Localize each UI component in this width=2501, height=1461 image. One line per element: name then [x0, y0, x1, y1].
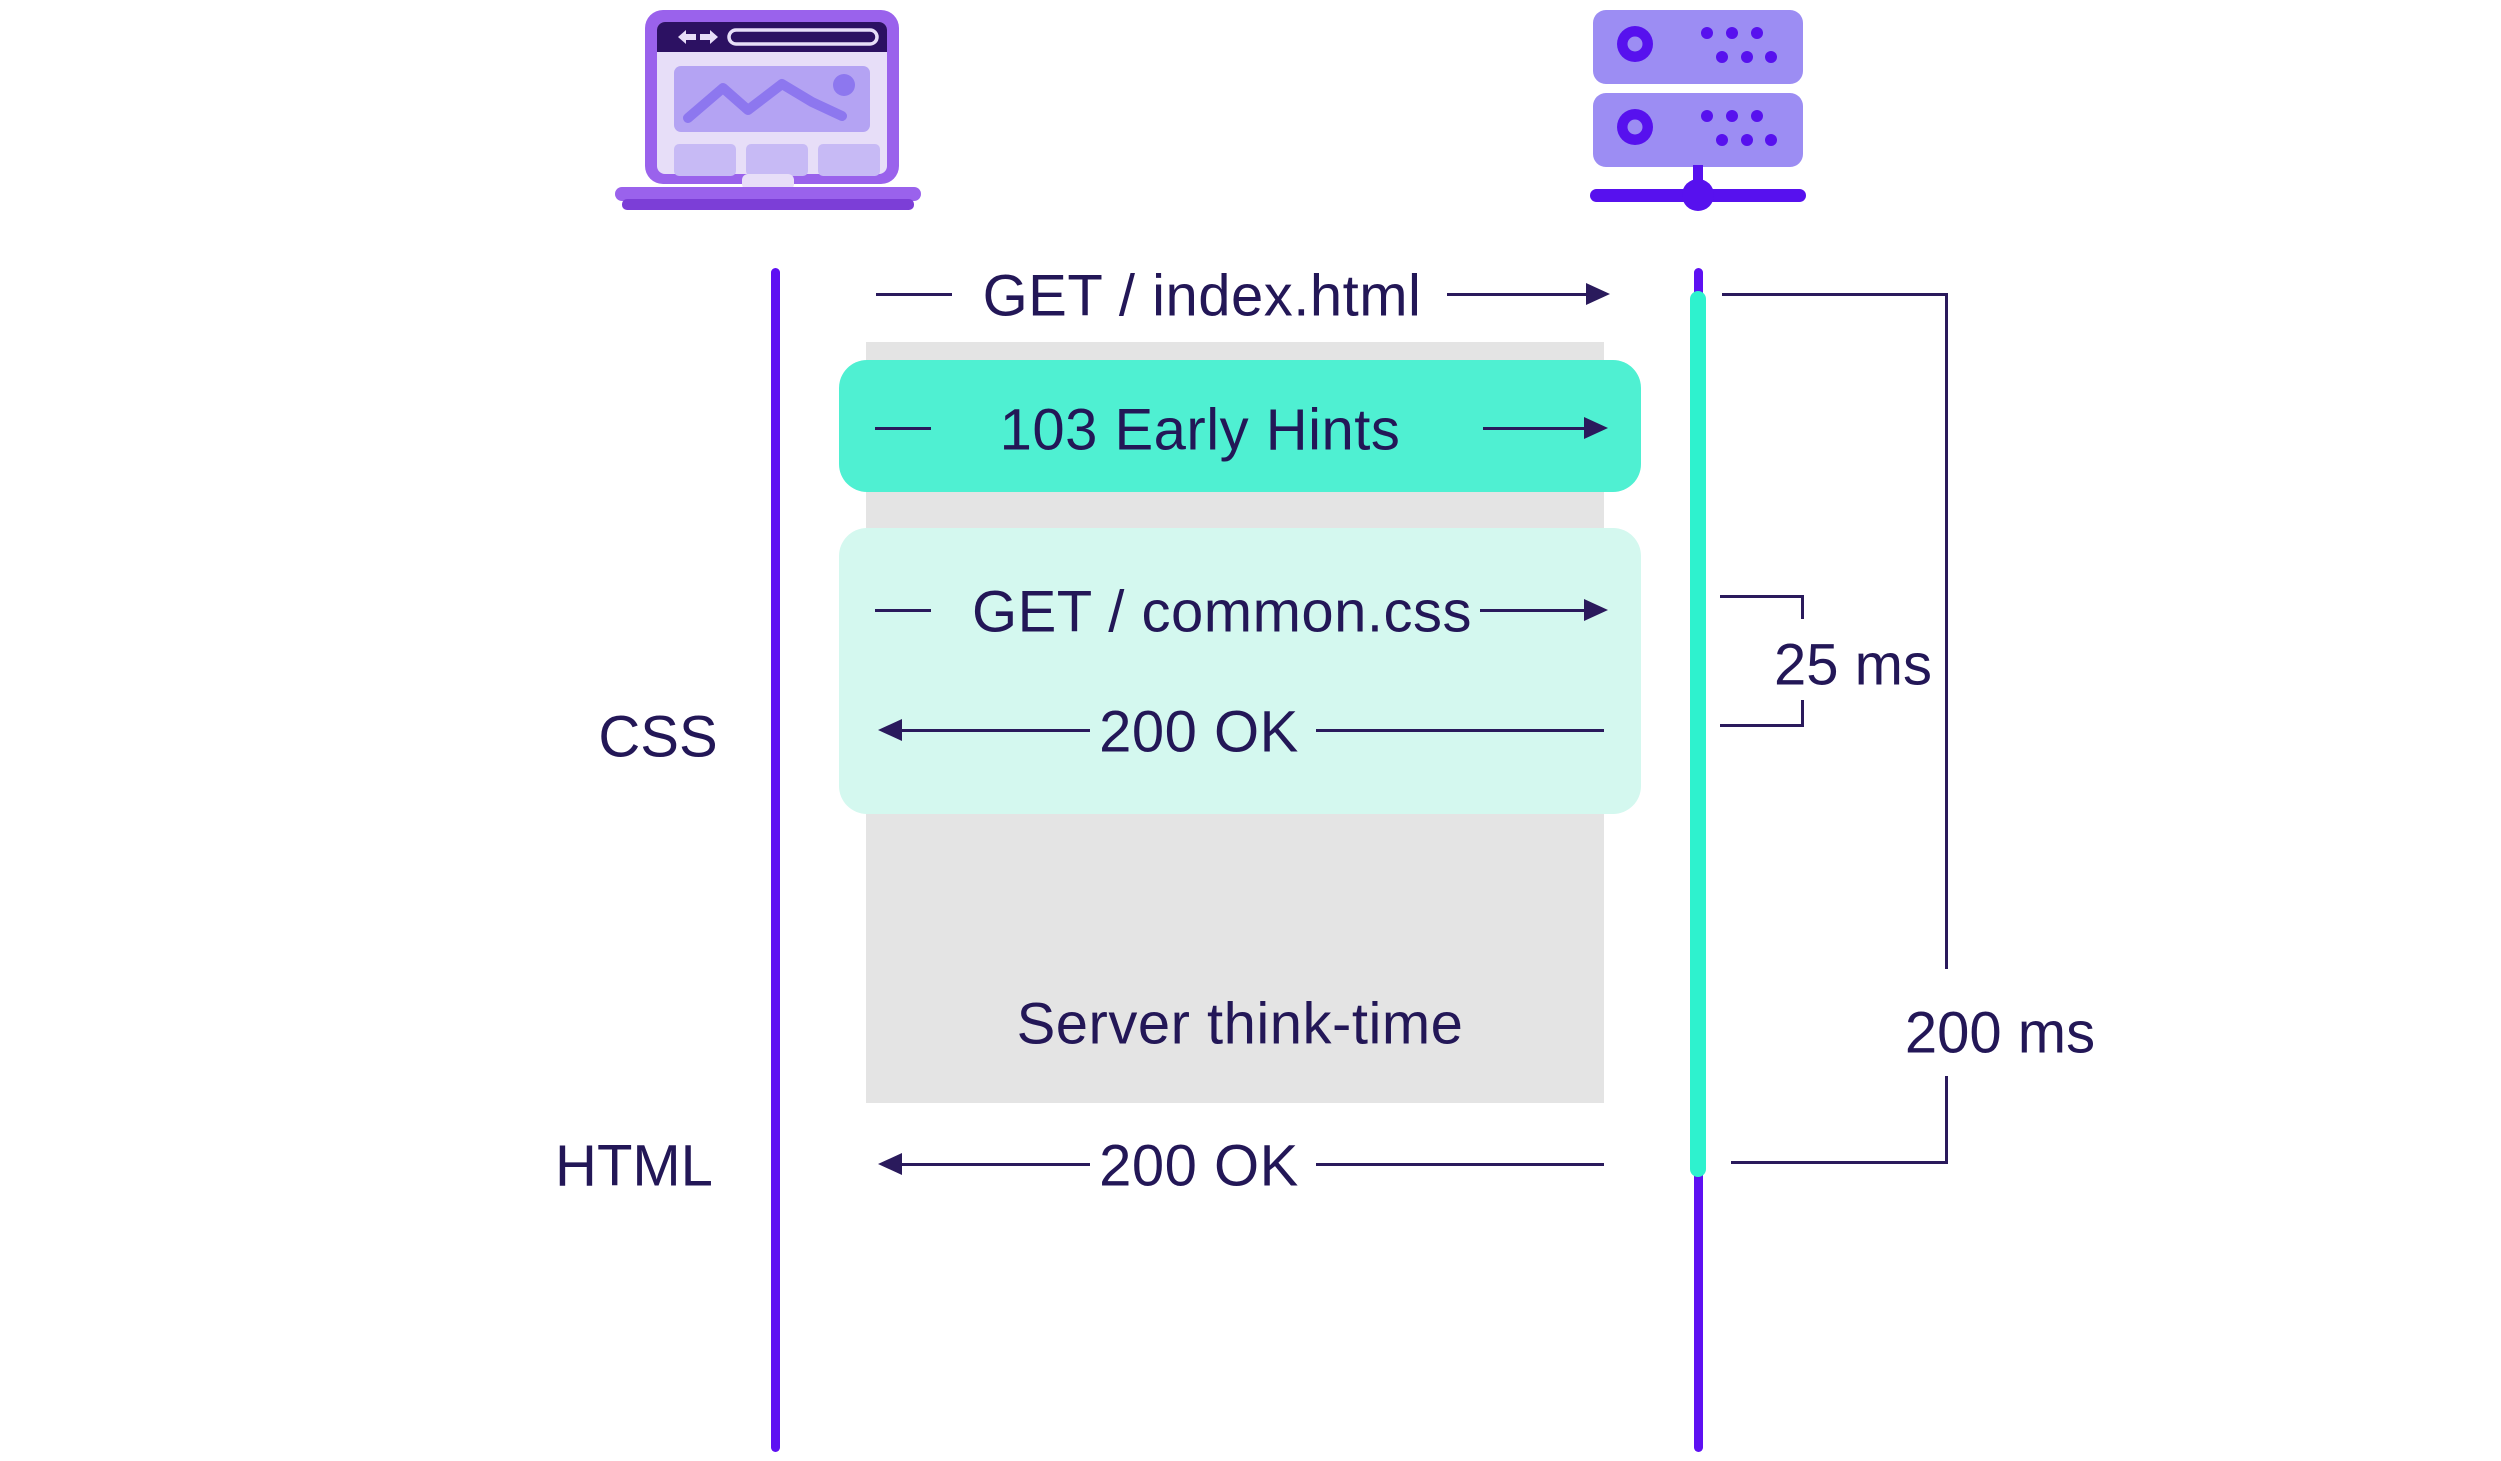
hero-image-placeholder — [674, 66, 870, 132]
url-bar — [727, 28, 879, 46]
server-active-period-bar — [1690, 291, 1706, 1177]
message-get-index: GET / index.html — [982, 263, 1422, 329]
arrow-dash — [876, 293, 952, 296]
arrow-head-left-icon — [878, 719, 902, 741]
bracket-25ms-stub — [1801, 595, 1804, 619]
thumbnail-block — [818, 144, 880, 176]
timing-200ms: 200 ms — [1904, 1000, 2096, 1066]
arrow-line — [1447, 293, 1589, 296]
client-lifeline — [771, 268, 780, 1452]
arrow-dash — [875, 609, 931, 612]
bracket-200ms-side — [1945, 293, 1948, 969]
css-exchange-highlight-box — [839, 528, 1641, 814]
hero-sun-dot — [833, 74, 855, 96]
message-ok-html: 200 OK — [1099, 1133, 1299, 1199]
bracket-200ms-top — [1722, 293, 1948, 296]
bracket-25ms-top — [1720, 595, 1804, 598]
message-get-css: GET / common.css — [971, 579, 1473, 645]
forward-arrow-icon — [700, 30, 718, 44]
network-node — [1682, 179, 1714, 211]
server-unit-top — [1593, 10, 1803, 84]
message-early-hints: 103 Early Hints — [999, 397, 1401, 463]
server-think-time-label: Server think-time — [1016, 991, 1464, 1057]
server-drive-hole — [1627, 36, 1643, 52]
server-led-dots — [1701, 110, 1777, 146]
thumbnail-block — [746, 144, 808, 176]
bracket-200ms-side — [1945, 1076, 1948, 1164]
arrow-head-right-icon — [1584, 599, 1608, 621]
hero-zigzag-graphic — [683, 79, 847, 123]
timing-25ms: 25 ms — [1774, 632, 1932, 698]
bracket-25ms-stub — [1801, 700, 1804, 727]
arrow-line — [900, 1163, 1090, 1166]
laptop-hinge-notch — [742, 174, 794, 190]
arrow-line — [1483, 427, 1586, 430]
server-rack-icon — [1590, 10, 1806, 211]
lane-label-css: CSS — [598, 704, 718, 770]
laptop-base-shadow — [622, 199, 914, 210]
arrow-dash — [875, 427, 931, 430]
back-arrow-icon — [678, 30, 696, 44]
arrow-head-right-icon — [1586, 283, 1610, 305]
arrow-line — [1316, 1163, 1604, 1166]
server-unit-bottom — [1593, 93, 1803, 167]
thumbnail-block — [674, 144, 736, 176]
arrow-head-right-icon — [1584, 417, 1608, 439]
arrow-head-left-icon — [878, 1153, 902, 1175]
arrow-line — [900, 729, 1090, 732]
arrow-line — [1316, 729, 1604, 732]
early-hints-highlight-box — [839, 360, 1641, 492]
server-drive-hole — [1627, 119, 1643, 135]
bracket-25ms-bottom — [1720, 724, 1804, 727]
server-led-dots — [1701, 27, 1777, 63]
laptop-browser-icon — [615, 10, 921, 210]
bracket-200ms-bottom — [1731, 1161, 1948, 1164]
arrow-line — [1480, 609, 1586, 612]
lane-label-html: HTML — [555, 1133, 713, 1199]
message-ok-css: 200 OK — [1099, 699, 1299, 765]
laptop-base — [615, 187, 921, 201]
